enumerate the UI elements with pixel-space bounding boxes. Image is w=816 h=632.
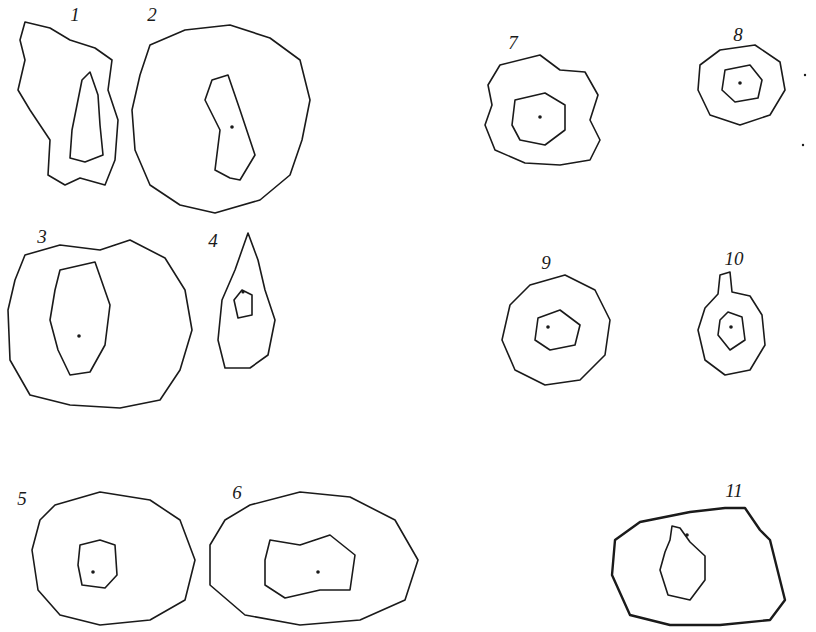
figure-number: 9 bbox=[541, 253, 551, 272]
outer-outline bbox=[210, 492, 418, 625]
inner-outline bbox=[234, 290, 252, 318]
inner-outline bbox=[718, 312, 745, 350]
inner-outline bbox=[205, 75, 255, 180]
figure-number: 6 bbox=[232, 483, 242, 502]
figure-number: 1 bbox=[70, 5, 80, 24]
figure-number: 2 bbox=[147, 5, 157, 24]
figure-number: 5 bbox=[17, 489, 27, 508]
inner-outline bbox=[722, 65, 762, 102]
center-dot bbox=[546, 325, 550, 329]
center-dot bbox=[91, 570, 95, 574]
center-dot bbox=[538, 115, 542, 119]
center-dot bbox=[685, 533, 689, 537]
inner-outline bbox=[50, 262, 110, 375]
inner-outline bbox=[535, 310, 580, 350]
outer-outline bbox=[132, 25, 310, 213]
outer-outline bbox=[502, 275, 610, 385]
outer-outline bbox=[698, 45, 785, 125]
inner-outline bbox=[70, 72, 103, 162]
figure-number: 8 bbox=[733, 25, 743, 44]
outer-outline bbox=[612, 508, 785, 625]
center-dot bbox=[241, 290, 244, 293]
center-dot bbox=[316, 570, 320, 574]
outer-outline bbox=[8, 240, 192, 408]
outer-outline bbox=[32, 492, 195, 625]
figure-number: 11 bbox=[725, 481, 743, 500]
speck bbox=[804, 74, 806, 76]
outer-outline bbox=[18, 22, 118, 185]
inner-outline bbox=[265, 535, 355, 598]
center-dot bbox=[738, 81, 742, 85]
figure-number: 7 bbox=[508, 33, 518, 52]
outer-outline bbox=[698, 272, 765, 375]
figure-number: 10 bbox=[725, 249, 744, 268]
inner-outline bbox=[660, 526, 705, 600]
center-dot bbox=[77, 334, 81, 338]
inner-outline bbox=[512, 93, 565, 145]
outer-outline bbox=[218, 233, 275, 368]
figure-number: 3 bbox=[37, 227, 47, 246]
inner-outline bbox=[78, 540, 117, 588]
speck bbox=[802, 144, 804, 146]
figure-number: 4 bbox=[208, 231, 218, 250]
center-dot bbox=[729, 325, 733, 329]
center-dot bbox=[230, 125, 234, 129]
outer-outline bbox=[485, 55, 600, 165]
